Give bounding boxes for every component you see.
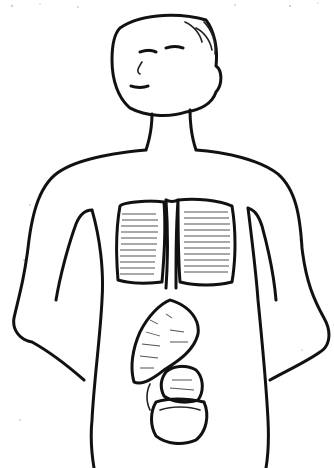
organ-outline <box>147 384 150 410</box>
left-eye-icon <box>140 51 156 53</box>
liver <box>132 300 198 383</box>
body-outline <box>14 150 329 468</box>
trachea <box>166 200 178 288</box>
stomach <box>161 366 202 402</box>
right-eye-icon <box>166 47 183 49</box>
head <box>112 15 221 115</box>
right-lung-shading <box>184 212 230 272</box>
face <box>131 47 183 88</box>
nose-icon <box>138 62 142 74</box>
mouth-icon <box>131 86 148 88</box>
left-lung <box>117 201 165 283</box>
left-lung-shading <box>120 214 158 274</box>
intestine <box>152 399 207 443</box>
